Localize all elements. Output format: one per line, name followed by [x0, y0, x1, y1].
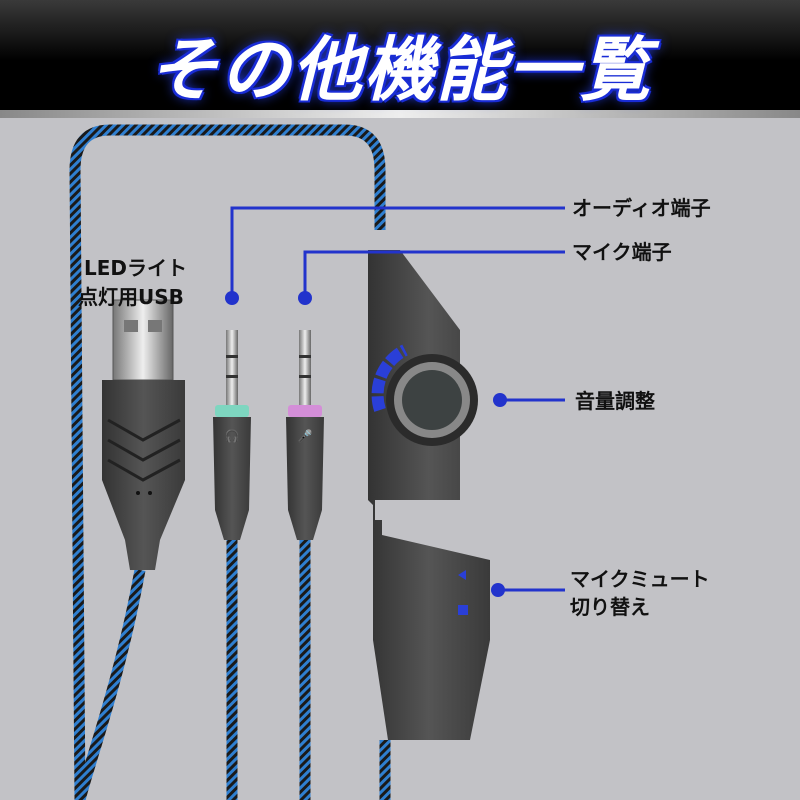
usb-plug: [102, 299, 185, 570]
mute-label-line2: 切り替え: [570, 595, 650, 619]
usb-label-line2: 点灯用USB: [78, 285, 184, 309]
volume-label: 音量調整: [575, 389, 655, 413]
header-divider: [0, 110, 800, 118]
page-title: その他機能一覧: [148, 29, 652, 111]
header-banner: [0, 0, 800, 110]
usb-label-line1: LEDライト: [84, 256, 188, 280]
volume-scale: [371, 344, 408, 412]
mic-jack-label: マイク端子: [572, 240, 672, 264]
audio-jack-label: オーディオ端子: [572, 196, 711, 220]
microphone-icon: 🎤: [298, 428, 313, 443]
headphone-icon: 🎧: [225, 429, 240, 443]
mute-label-line1: マイクミュート: [570, 567, 710, 591]
mic-jack-plug: 🎤: [286, 330, 324, 540]
audio-jack-plug: 🎧: [213, 330, 251, 540]
braided-cable: [69, 124, 391, 800]
inline-controller: [368, 250, 490, 740]
callouts: [225, 206, 565, 597]
mute-switch-icons: [458, 570, 468, 615]
